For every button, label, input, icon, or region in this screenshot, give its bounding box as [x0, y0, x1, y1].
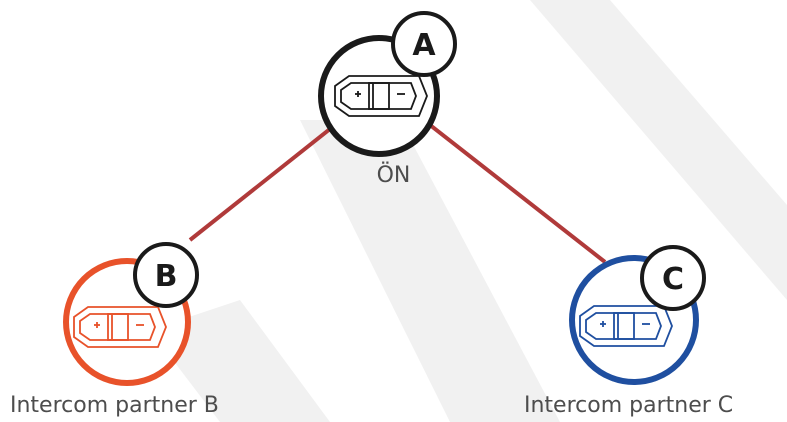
node-a-status-label: ÖN — [376, 163, 411, 188]
badge-a: A — [412, 28, 436, 63]
node-a: A — [318, 11, 457, 157]
node-c: C — [569, 245, 706, 385]
link-a-c — [428, 123, 607, 264]
node-b-caption: Intercom partner B — [10, 393, 219, 418]
badge-b: B — [155, 259, 178, 294]
device-icon-b — [73, 306, 167, 348]
node-c-caption: Intercom partner C — [524, 393, 734, 418]
link-a-b — [188, 123, 337, 242]
node-b: B — [63, 242, 199, 386]
device-icon-a — [334, 75, 428, 117]
badge-c: C — [662, 262, 684, 297]
device-icon-c — [579, 305, 673, 347]
watermark — [150, 0, 787, 422]
